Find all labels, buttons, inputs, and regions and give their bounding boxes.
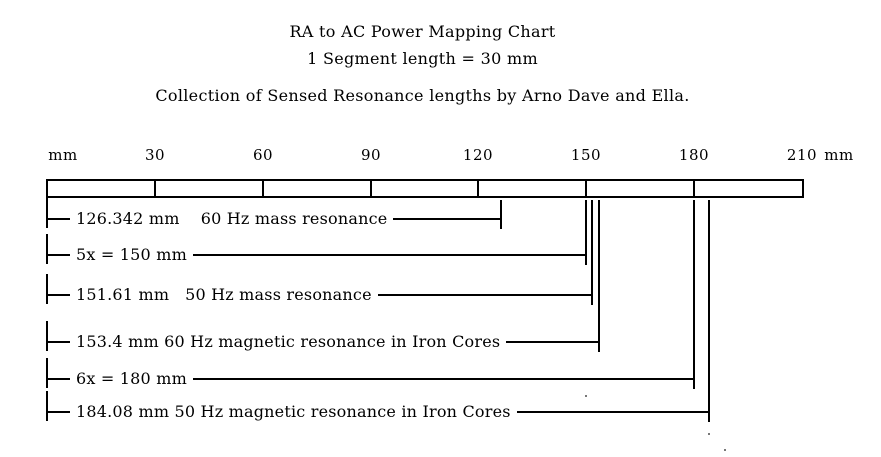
ruler-unit-label-right: mm: [824, 146, 854, 164]
ruler-tick-label: 90: [360, 146, 382, 164]
measurement-left-cap: [46, 321, 48, 351]
ruler-tick-label: 210: [786, 146, 818, 164]
measurement-endpoint-line: [708, 200, 710, 422]
measurement-label: 153.4 mm 60 Hz magnetic resonance in Iro…: [70, 331, 507, 352]
speck-dot: [724, 449, 726, 451]
chart-title: RA to AC Power Mapping Chart: [289, 22, 556, 41]
ruler-segment-division: [370, 181, 372, 196]
chart-subtitle: 1 Segment length = 30 mm: [307, 49, 538, 68]
measurement-left-cap: [46, 234, 48, 264]
measurement-endpoint-line: [598, 200, 600, 352]
measurement-endpoint-line: [500, 200, 502, 229]
ruler-tick-label: 180: [678, 146, 710, 164]
measurement-left-cap: [46, 274, 48, 304]
measurement-left-cap: [46, 198, 48, 228]
ruler-tick-label: 150: [570, 146, 602, 164]
measurement-line: [47, 254, 586, 256]
ruler-unit-label-left: mm: [48, 146, 78, 164]
ruler-bar: [46, 179, 804, 198]
speck-dot: [708, 433, 710, 435]
ruler-tick-label: 60: [252, 146, 274, 164]
ruler-tick-label: 30: [144, 146, 166, 164]
ruler-segment-division: [262, 181, 264, 196]
speck-dot: [585, 395, 587, 397]
measurement-label: 5x = 150 mm: [70, 244, 193, 265]
ruler-segment-division: [477, 181, 479, 196]
ruler-segment-division: [585, 181, 587, 196]
measurement-label: 126.342 mm 60 Hz mass resonance: [70, 208, 394, 229]
measurement-left-cap: [46, 391, 48, 421]
ruler-segment-division: [154, 181, 156, 196]
measurement-line: [47, 378, 694, 380]
ruler-tick-label: 120: [462, 146, 494, 164]
measurement-label: 151.61 mm 50 Hz mass resonance: [70, 284, 378, 305]
measurement-endpoint-line: [585, 200, 587, 265]
measurement-label: 6x = 180 mm: [70, 368, 193, 389]
measurement-label: 184.08 mm 50 Hz magnetic resonance in Ir…: [70, 401, 517, 422]
measurement-endpoint-line: [591, 200, 593, 305]
measurement-left-cap: [46, 358, 48, 388]
collection-note: Collection of Sensed Resonance lengths b…: [155, 86, 690, 105]
measurement-endpoint-line: [693, 200, 695, 389]
ruler-segment-division: [693, 181, 695, 196]
